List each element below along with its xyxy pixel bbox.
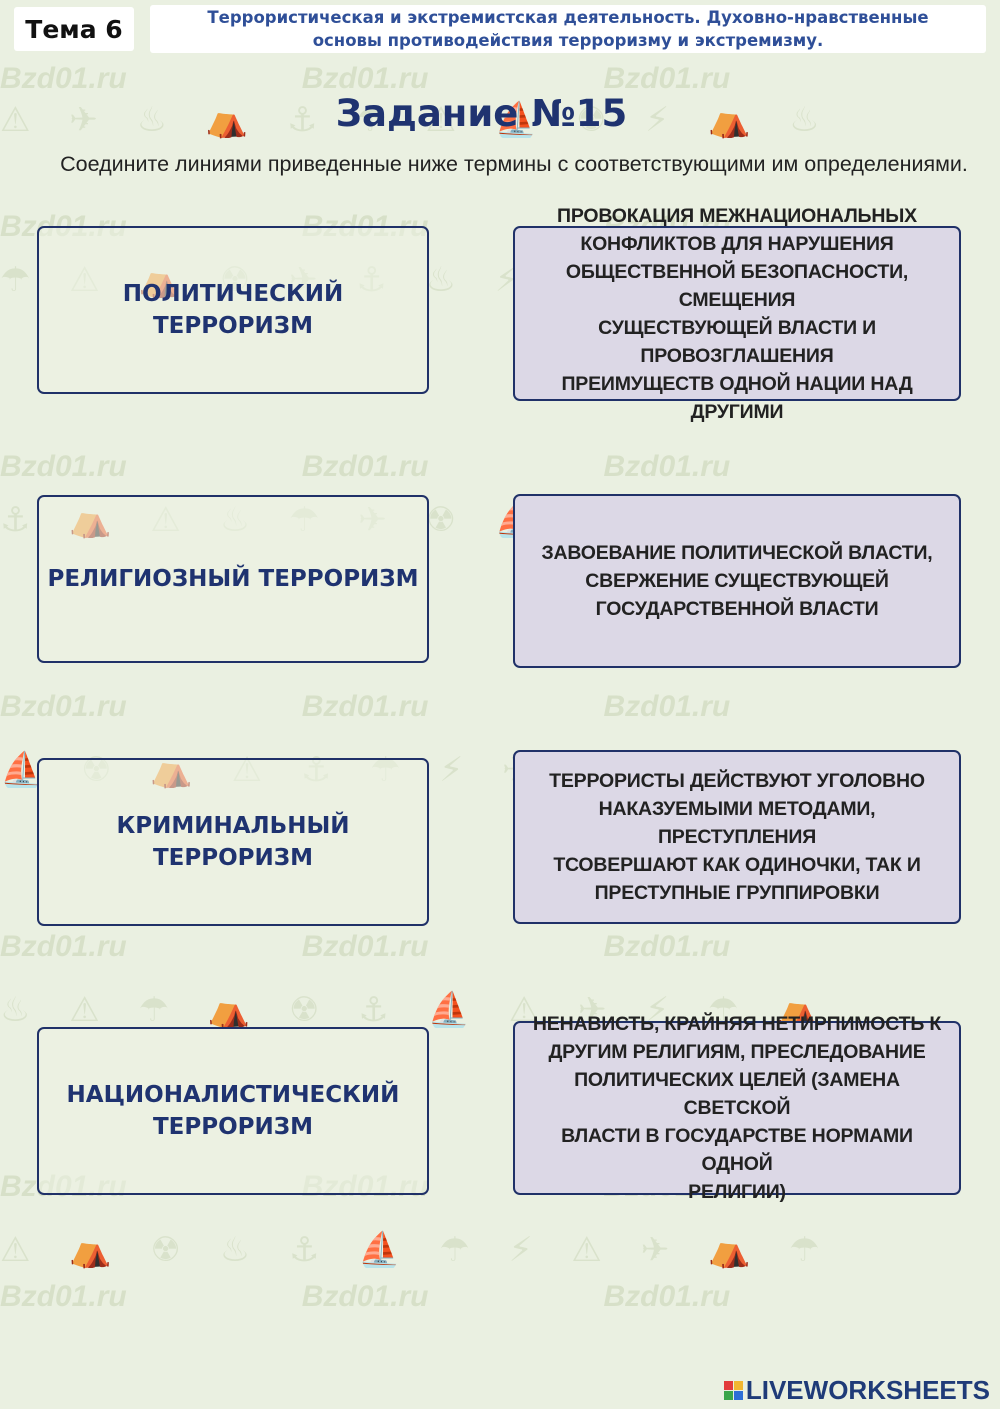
liveworksheets-mark-icon [723,1380,743,1400]
term-box-political[interactable]: ПОЛИТИЧЕСКИЙ ТЕРРОРИЗМ [37,226,429,394]
watermark-row: Bzd01.ru Bzd01.ru Bzd01.ru [0,62,731,95]
task-title: Задание №15 [335,92,628,135]
term-label: РЕЛИГИОЗНЫЙ ТЕРРОРИЗМ [47,566,419,592]
definition-line: ДРУГИМ РЕЛИГИЯМ, ПРЕСЛЕДОВАНИЕ [548,1041,926,1063]
watermark-row: Bzd01.ru Bzd01.ru Bzd01.ru [0,450,731,483]
term-box-nationalist[interactable]: НАЦИОНАЛИСТИЧЕСКИЙ ТЕРРОРИЗМ [37,1027,429,1195]
definition-box-3[interactable]: ТЕРРОРИСТЫ ДЕЙСТВУЮТ УГОЛОВНО НАКАЗУЕМЫМ… [513,750,961,924]
definition-line: ПРЕСТУПНЫЕ ГРУППИРОВКИ [594,882,880,904]
definition-line: СУЩЕСТВУЮЩЕЙ ВЛАСТИ И ПРОВОЗГЛАШЕНИЯ [598,316,876,367]
watermark-icons-row: ⚠ ⛺ ☢ ♨ ⚓ ⛵ ☂ ⚡ ⚠ ✈ ⛺ ☂ [0,1230,834,1270]
task-instruction: Соедините линиями приведенные ниже терми… [60,152,968,176]
watermark-row: Bzd01.ru Bzd01.ru Bzd01.ru [0,690,731,723]
term-label: ПОЛИТИЧЕСКИЙ ТЕРРОРИЗМ [122,281,344,339]
definition-line: ГОСУДАРСТВЕННОЙ ВЛАСТИ [595,598,879,620]
term-label: НАЦИОНАЛИСТИЧЕСКИЙ [66,1082,400,1108]
definition-line: НАКАЗУЕМЫМИ МЕТОДАМИ, ПРЕСТУПЛЕНИЯ [598,798,876,848]
definition-line: ПРОВОКАЦИЯ МЕЖНАЦИОНАЛЬНЫХ [557,204,917,227]
definition-line: ОБЩЕСТВЕННОЙ БЕЗОПАСНОСТИ, СМЕЩЕНИЯ [565,260,909,311]
topic-title-line: основы противодействия терроризму и экст… [312,31,824,50]
term-box-religious[interactable]: РЕЛИГИОЗНЫЙ ТЕРРОРИЗМ [37,495,429,663]
definition-line: СВЕРЖЕНИЕ СУЩЕСТВУЮЩЕЙ [585,570,889,592]
definition-line: ТСОВЕРШАЮТ КАК ОДИНОЧКИ, ТАК И [553,854,921,876]
topic-title-line: Террористическая и экстремистская деятел… [207,8,929,27]
topic-label: Тема 6 [14,7,134,51]
definition-line: ЗАВОЕВАНИЕ ПОЛИТИЧЕСКОЙ ВЛАСТИ, [541,542,933,564]
definition-line: ТЕРРОРИСТЫ ДЕЙСТВУЮТ УГОЛОВНО [549,770,925,792]
definition-line: ПРЕИМУЩЕСТВ ОДНОЙ НАЦИИ НАД ДРУГИМИ [561,372,913,423]
brand-text: LIVEWORKSHEETS [745,1374,990,1405]
definition-box-2[interactable]: ЗАВОЕВАНИЕ ПОЛИТИЧЕСКОЙ ВЛАСТИ, СВЕРЖЕНИ… [513,494,961,668]
definition-box-1[interactable]: ПРОВОКАЦИЯ МЕЖНАЦИОНАЛЬНЫХ КОНФЛИКТОВ ДЛ… [513,205,961,423]
term-label: ТЕРРОРИЗМ [152,845,313,871]
definition-line: НЕНАВИСТЬ, КРАЙНЯЯ НЕТИРПИМОСТЬ К [532,1013,942,1035]
watermark-row: Bzd01.ru Bzd01.ru Bzd01.ru [0,1280,731,1313]
definition-box-4[interactable]: НЕНАВИСТЬ, КРАЙНЯЯ НЕТИРПИМОСТЬ К ДРУГИМ… [513,1013,961,1203]
topic-title: Террористическая и экстремистская деятел… [150,5,986,53]
definition-line: ПОЛИТИЧЕСКИХ ЦЕЛЕЙ (ЗАМЕНА СВЕТСКОЙ [574,1069,900,1119]
liveworksheets-logo: LIVEWORKSHEETS [723,1374,990,1405]
definition-line: РЕЛИГИИ) [688,1181,786,1203]
term-label: КРИМИНАЛЬНЫЙ [116,813,350,839]
definition-line: КОНФЛИКТОВ ДЛЯ НАРУШЕНИЯ [580,232,894,255]
term-box-criminal[interactable]: КРИМИНАЛЬНЫЙ ТЕРРОРИЗМ [37,758,429,926]
term-label: ТЕРРОРИЗМ [152,1114,313,1140]
definition-line: ВЛАСТИ В ГОСУДАРСТВЕ НОРМАМИ ОДНОЙ [561,1125,913,1175]
watermark-row: Bzd01.ru Bzd01.ru Bzd01.ru [0,930,731,963]
